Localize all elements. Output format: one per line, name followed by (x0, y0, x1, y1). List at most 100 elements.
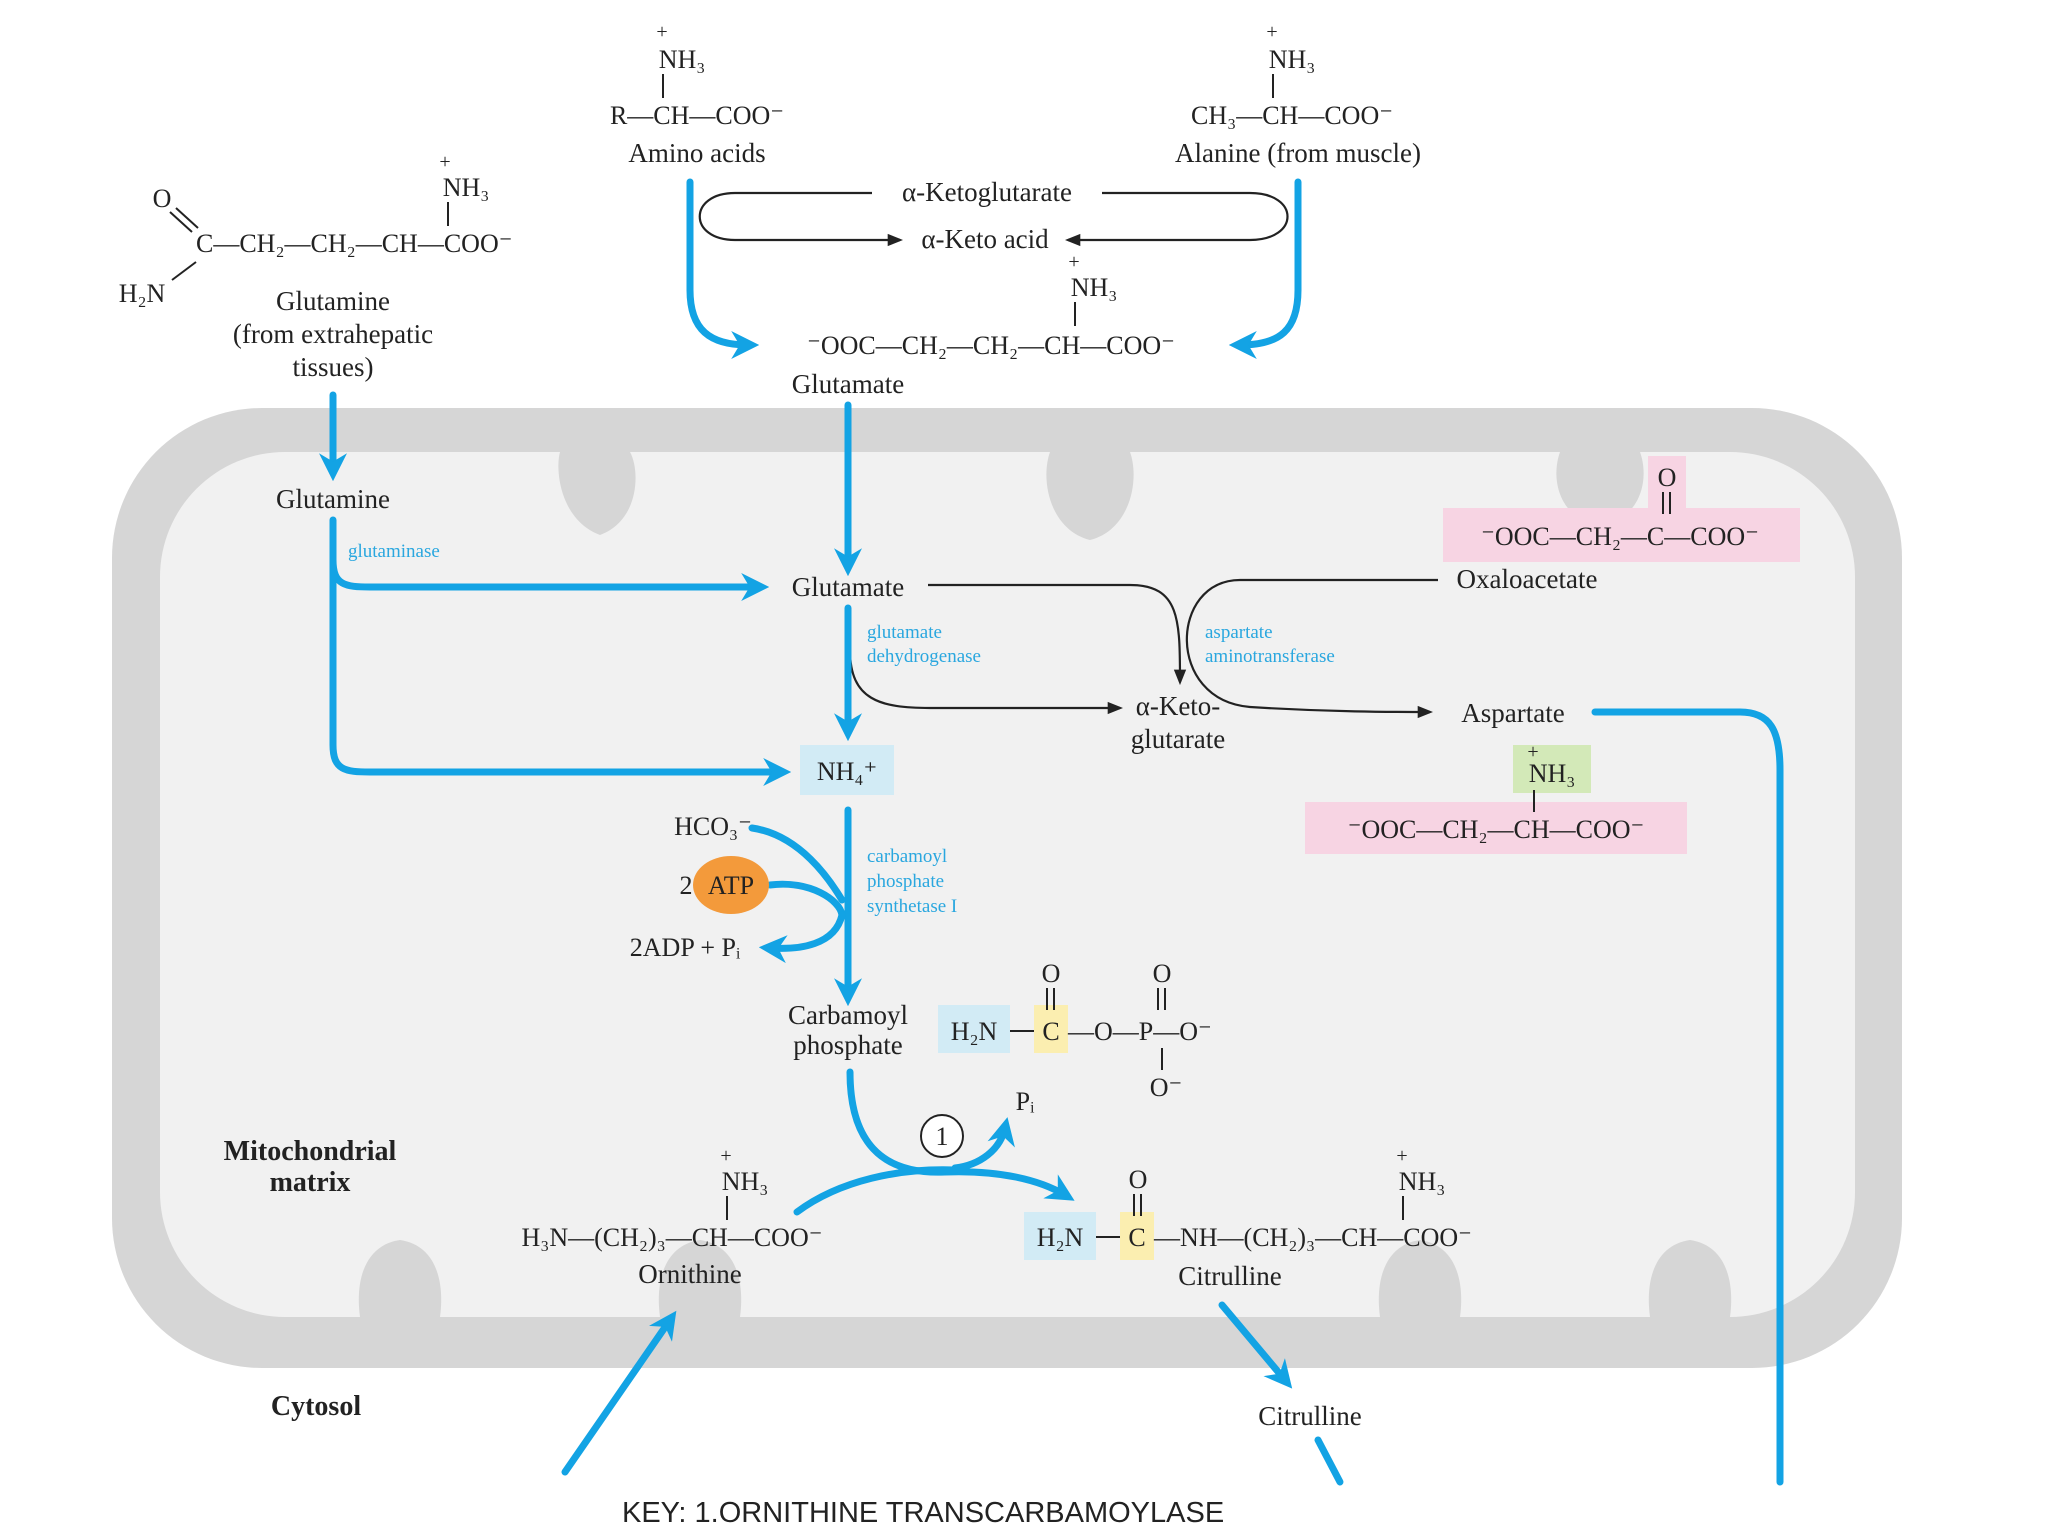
glutamine-matrix-label: Glutamine (276, 484, 390, 514)
ornithine-structure: + NH₃ H₃N—(CH₂)₃—CH—COO⁻ Ornithine (522, 1145, 823, 1289)
alpha-ketoglutarate-matrix-2: glutarate (1131, 724, 1225, 754)
carbamoyl-h2n: H₂N (951, 1017, 998, 1046)
cps-enzyme-1: carbamoyl (867, 846, 947, 867)
ammonium-highlight (800, 745, 894, 795)
alpha-ketoglutarate-top: α-Ketoglutarate (902, 177, 1072, 207)
crista (1046, 452, 1134, 540)
aspartate-aminotransferase-arrows (848, 578, 1438, 719)
glutamine-nh3: NH₃ (443, 173, 490, 202)
crista (1648, 1240, 1732, 1317)
glutaminase-enzyme: glutaminase (348, 541, 440, 562)
amino-acid-nh3: NH₃ (659, 45, 706, 74)
alpha-ketoglutarate-matrix-1: α-Keto- (1136, 691, 1221, 721)
carbamoyl-c-highlight (1034, 1005, 1068, 1053)
key-legend: KEY: 1.ORNITHINE TRANSCARBAMOYLASE (622, 1497, 1224, 1529)
amino-acids-structure: + NH₃ R—CH—COO⁻ Amino acids (610, 21, 784, 168)
ornithine-nh3: NH₃ (722, 1167, 769, 1196)
glutamate-structure: + NH₃ ⁻OOC—CH₂—CH₂—CH—COO⁻ Glutamate (792, 251, 1175, 399)
glutamine-label-2: (from extrahepatic (233, 319, 433, 349)
glutamate-dh-enzyme-2: dehydrogenase (867, 646, 981, 667)
arrow-cytosol-to-ornithine (561, 1310, 677, 1476)
mitochondrial-matrix-area (160, 452, 1855, 1317)
pi-label: Pᵢ (1016, 1087, 1035, 1116)
carbamoyl-h2n-highlight (938, 1005, 1010, 1053)
carbamoyl-rest: —O—P—O⁻ (1067, 1017, 1212, 1046)
alanine-plus: + (1266, 21, 1277, 43)
oxaloacetate-o: O (1658, 463, 1677, 492)
oxaloacetate-highlight (1443, 508, 1800, 562)
citrulline-chain: —NH—(CH₂)₃—CH—COO⁻ (1153, 1223, 1472, 1252)
atp-label: ATP (708, 871, 754, 900)
carbamoyl-o3: O⁻ (1150, 1073, 1183, 1102)
aspartate-nh3: NH₃ (1529, 759, 1576, 788)
aspartate-label: Aspartate (1461, 698, 1564, 728)
crista (1556, 452, 1644, 525)
glutamine-h2n: H₂N (119, 279, 166, 308)
carbamoyl-phosphate-structure: O O H₂N C —O—P—O⁻ O⁻ (951, 959, 1212, 1102)
glutamine-structure: O + NH₃ C—CH₂—CH₂—CH—COO⁻ H₂N Glutamine … (119, 151, 513, 382)
alanine-label: Alanine (from muscle) (1175, 138, 1421, 168)
amino-acid-plus: + (656, 21, 667, 43)
arrow-pi-release (951, 1117, 1015, 1172)
aspartate-nh3-highlight (1513, 745, 1591, 793)
citrulline-o: O (1129, 1165, 1148, 1194)
step-1-marker (920, 1114, 964, 1158)
atp-badge (693, 856, 769, 914)
citrulline-structure: O + NH₃ H₂N C —NH—(CH₂)₃—CH—COO⁻ Citrull… (1037, 1145, 1472, 1291)
bicarbonate-label: HCO₃⁻ (674, 812, 752, 841)
blue-flux-arrows (319, 178, 1784, 1486)
carbamoyl-o1: O (1042, 959, 1061, 988)
alpha-keto-acid: α-Keto acid (921, 224, 1049, 254)
citrulline-c: C (1128, 1223, 1145, 1252)
glutamine-label-1: Glutamine (276, 286, 390, 316)
mito-matrix-label-2: matrix (270, 1167, 351, 1198)
ammonium-label: NH₄⁺ (817, 757, 877, 786)
glutamate-nh3: NH₃ (1071, 273, 1118, 302)
citrulline-matrix-label: Citrulline (1178, 1261, 1282, 1291)
asp-at-enzyme-1: aspartate (1205, 622, 1273, 643)
citrulline-plus: + (1396, 1145, 1407, 1167)
ornithine-plus: + (720, 1145, 731, 1167)
alanine-nh3: NH₃ (1269, 45, 1316, 74)
arrow-atp-in (766, 880, 846, 919)
glutamine-plus: + (439, 151, 450, 173)
arrow-adp-out (758, 911, 846, 964)
mito-matrix-label-1: Mitochondrial (224, 1136, 397, 1167)
citrulline-c-highlight (1120, 1212, 1154, 1260)
arrow-amino-acids-to-glutamate (686, 178, 760, 359)
oxaloacetate-label: Oxaloacetate (1457, 564, 1598, 594)
amino-acid-chain: R—CH—COO⁻ (610, 101, 784, 130)
cps-enzyme-2: phosphate (867, 871, 944, 892)
carbamoyl-label-2: phosphate (793, 1030, 902, 1060)
oxaloacetate-chain: ⁻OOC—CH₂—C—COO⁻ (1481, 522, 1759, 551)
glutamine-o: O (153, 184, 172, 213)
glutamine-chain: C—CH₂—CH₂—CH—COO⁻ (196, 229, 512, 258)
oxaloacetate-o-highlight (1648, 456, 1686, 512)
aspartate-plus: + (1527, 741, 1538, 763)
arrow-citrulline-cytosol (1314, 1436, 1344, 1486)
arrow-ornithine-to-citrulline (793, 1166, 959, 1216)
carbamoyl-label-1: Carbamoyl (788, 1000, 908, 1030)
aspartate-highlight (1305, 802, 1687, 854)
citrulline-h2n: H₂N (1037, 1223, 1084, 1252)
oxaloacetate-structure: O ⁻OOC—CH₂—C—COO⁻ Oxaloacetate (1457, 463, 1759, 594)
alanine-chain: CH₃—CH—COO⁻ (1191, 101, 1393, 130)
crista (358, 1240, 442, 1317)
aspartate-chain: ⁻OOC—CH₂—CH—COO⁻ (1348, 815, 1645, 844)
carbamoyl-c: C (1042, 1017, 1059, 1046)
arrow-glutamine-to-ammonium (329, 556, 792, 786)
transamination-loop (698, 191, 1289, 247)
citrulline-nh3: NH₃ (1399, 1167, 1446, 1196)
arrow-alanine-to-glutamate (1228, 178, 1302, 359)
alanine-structure: + NH₃ CH₃—CH—COO⁻ Alanine (from muscle) (1175, 21, 1421, 168)
aspartate-structure: + NH₃ ⁻OOC—CH₂—CH—COO⁻ (1348, 741, 1645, 844)
cytosol-label: Cytosol (271, 1391, 361, 1422)
asp-at-enzyme-2: aminotransferase (1205, 646, 1335, 667)
citrulline-h2n-highlight (1024, 1212, 1096, 1260)
amino-acids-label: Amino acids (628, 138, 765, 168)
glutamate-chain: ⁻OOC—CH₂—CH₂—CH—COO⁻ (807, 331, 1175, 360)
glutamate-dh-enzyme-1: glutamate (867, 622, 942, 643)
citrulline-cytosol-label: Citrulline (1258, 1401, 1362, 1431)
adp-pi-label: 2ADP + Pᵢ (630, 933, 741, 962)
